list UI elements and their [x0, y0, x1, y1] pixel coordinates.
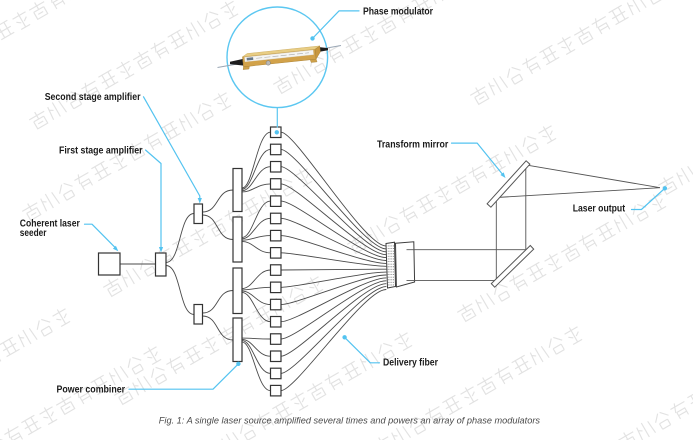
svg-text:seeder: seeder — [20, 228, 47, 239]
svg-text:Coherent laser: Coherent laser — [20, 218, 80, 229]
svg-text:Laser output: Laser output — [573, 204, 626, 215]
svg-text:Fig. 1: A single laser source: Fig. 1: A single laser source amplified … — [159, 416, 540, 427]
svg-text:Power combiner: Power combiner — [57, 385, 126, 396]
svg-text:Transform mirror: Transform mirror — [377, 139, 448, 150]
svg-text:Delivery fiber: Delivery fiber — [383, 358, 438, 369]
svg-text:First stage amplifier: First stage amplifier — [59, 146, 143, 157]
svg-text:Second stage amplifier: Second stage amplifier — [45, 92, 141, 103]
svg-text:Phase modulator: Phase modulator — [363, 6, 433, 17]
